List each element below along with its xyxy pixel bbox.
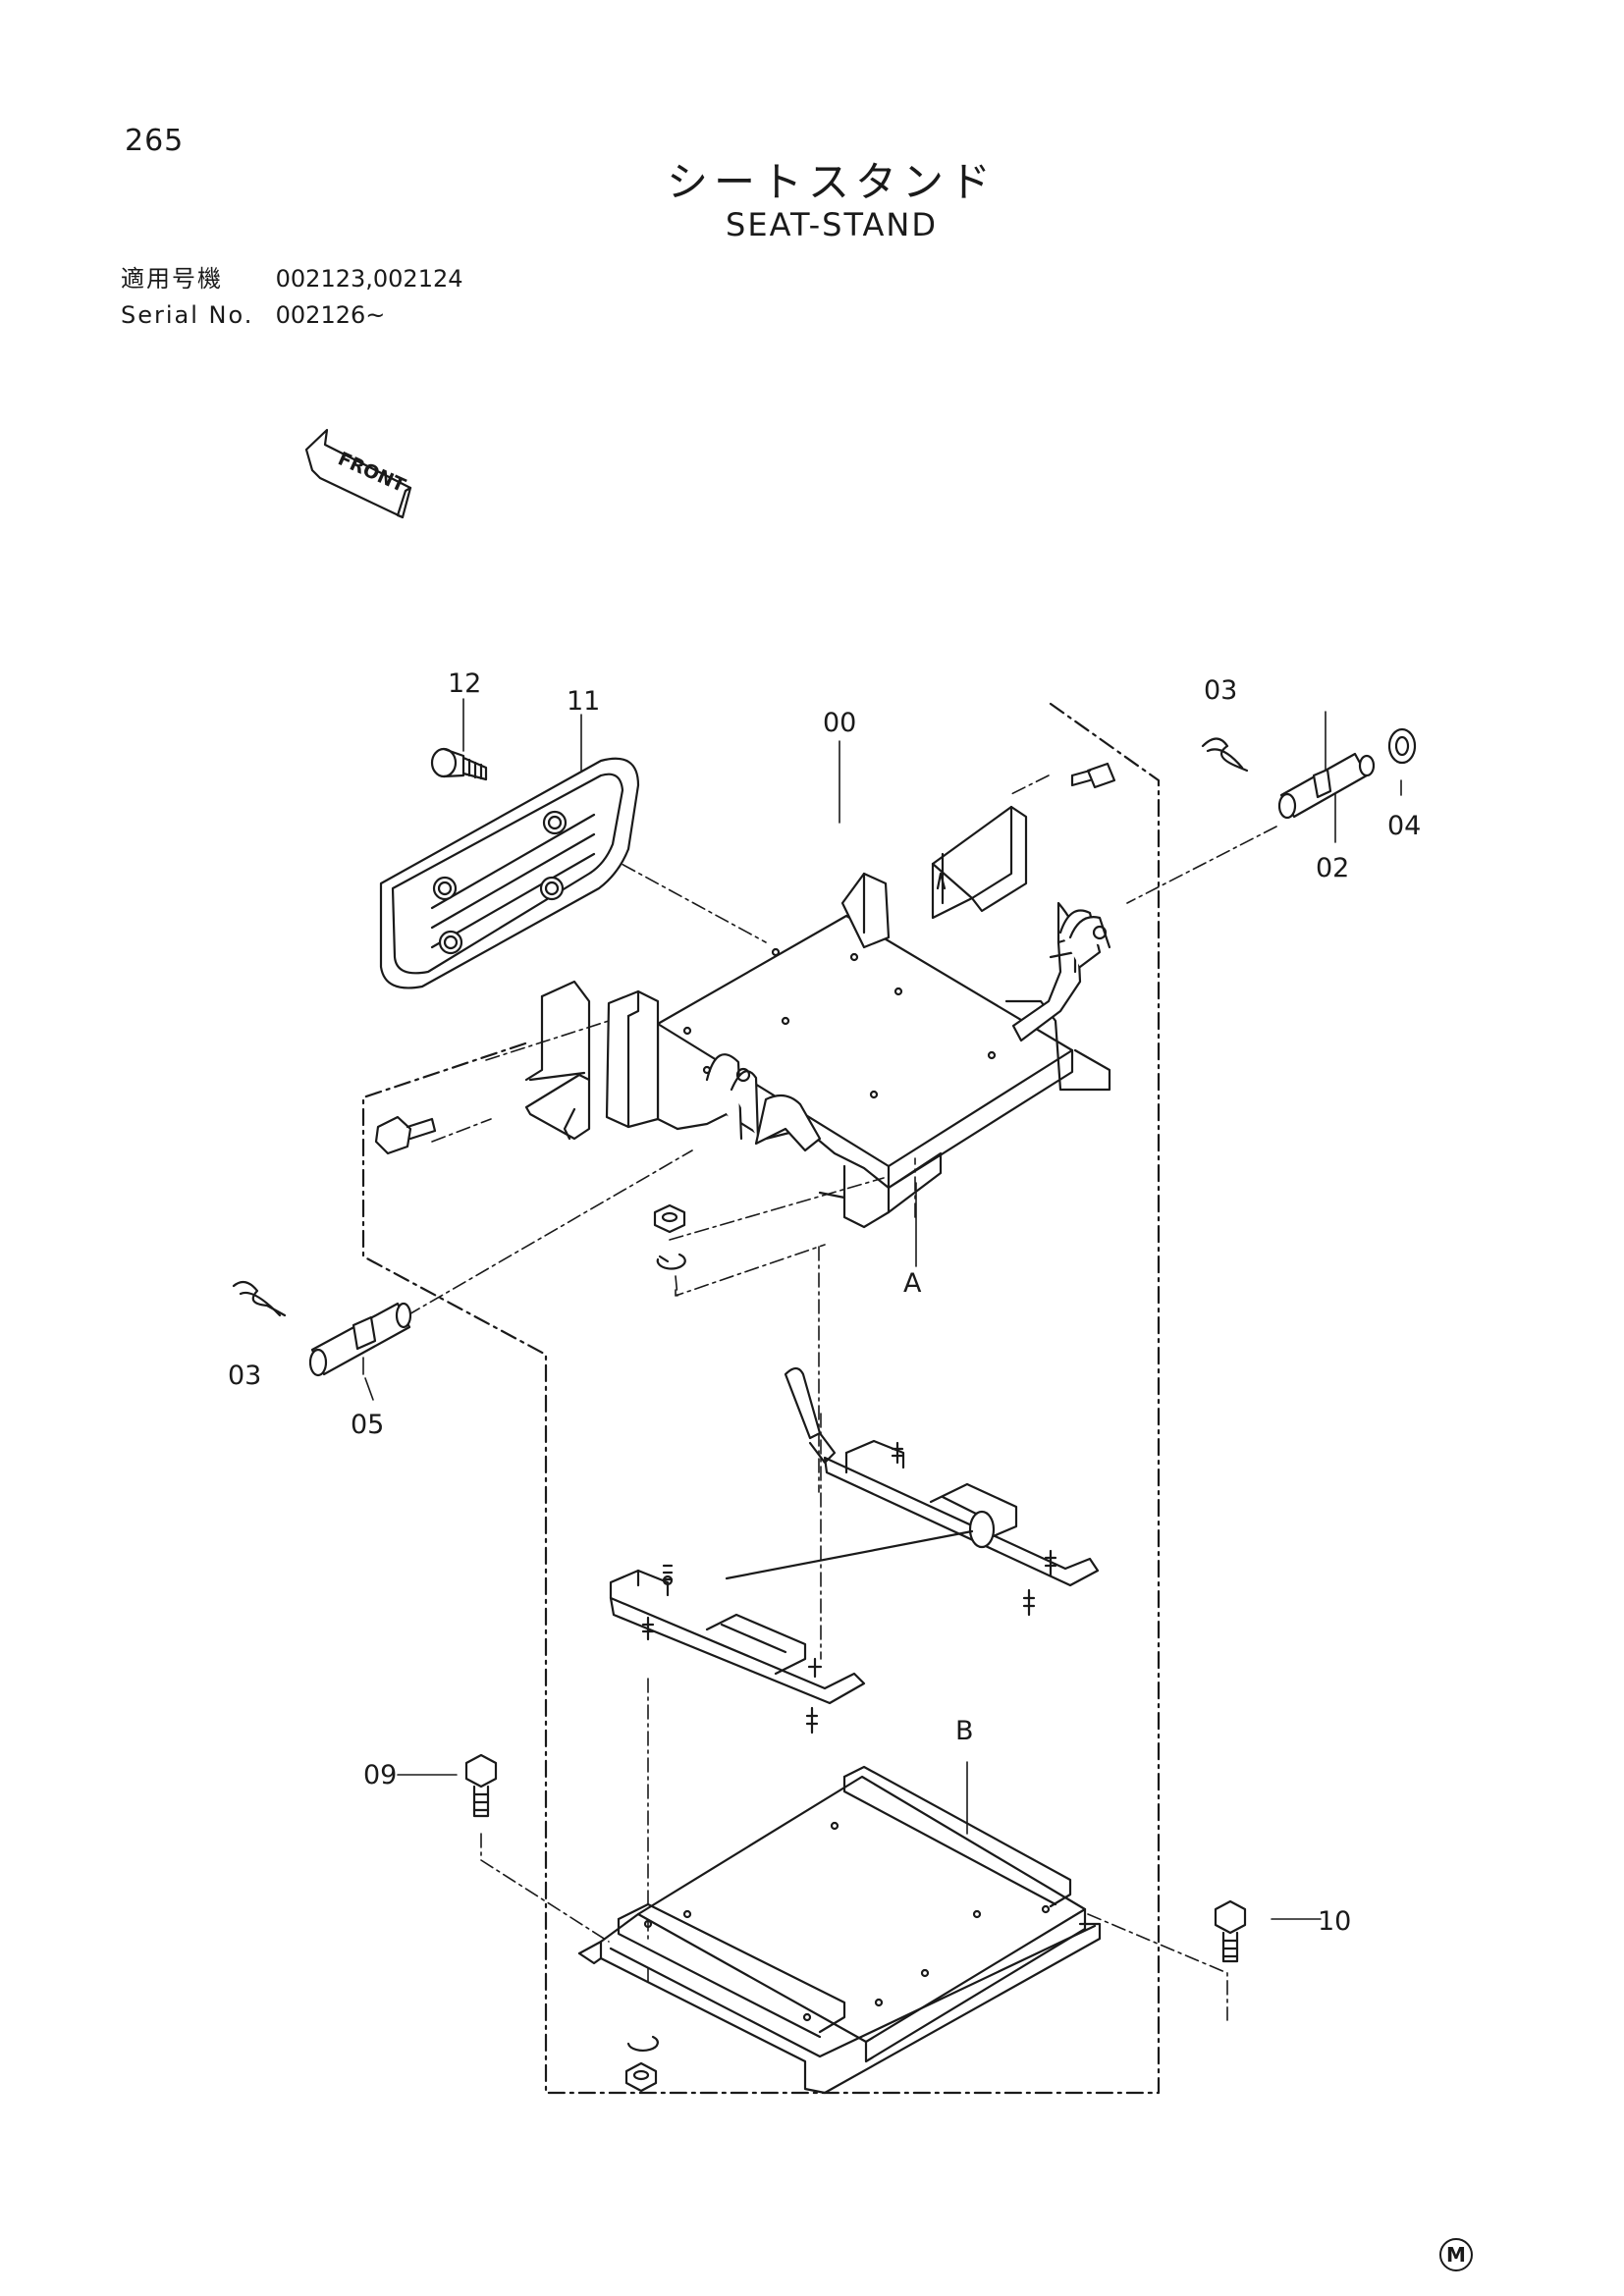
seat-lever: [784, 1366, 837, 1465]
callout-12: 12: [448, 668, 481, 699]
applicability-serials-ja: 002123,002124: [275, 265, 463, 293]
cotter-pin-upper-part-03: [1201, 737, 1249, 773]
callout-leaders: [362, 698, 1402, 1920]
front-arrow-icon: [304, 428, 412, 519]
base-plate-part-B: [577, 1765, 1102, 2095]
callout-10: 10: [1318, 1906, 1351, 1937]
screw-part-12: [430, 747, 488, 781]
applicability-label-ja: 適用号機: [121, 265, 223, 293]
page-number: 265: [125, 124, 185, 158]
nut-and-washer: [653, 1203, 686, 1270]
base-nut-and-washer: [624, 2035, 659, 2093]
slide-rail-left: [609, 1564, 866, 1735]
callout-05: 05: [351, 1410, 384, 1440]
callout-03-upper: 03: [1204, 675, 1237, 706]
flange-bolt-upper: [1070, 762, 1116, 789]
pin-part-05: [308, 1302, 412, 1377]
applicability-row-en: Serial No. 002126~: [121, 297, 463, 334]
slide-rail-right: [725, 1439, 1100, 1617]
publisher-mark: M: [1439, 2238, 1473, 2271]
washer-part-04: [1387, 727, 1417, 765]
cotter-pin-lower-part-03: [232, 1280, 287, 1317]
grab-handle-part-11: [379, 757, 640, 989]
seat-stand-frame-part-00: [524, 805, 1111, 1229]
applicability-label-en: Serial No.: [121, 301, 254, 329]
page-title-japanese: シートスタンド: [666, 158, 997, 206]
bolt-part-10: [1214, 1899, 1247, 1963]
callout-11: 11: [567, 686, 600, 717]
bolt-part-09: [464, 1753, 498, 1818]
applicability-row-ja: 適用号機 002123,002124: [121, 261, 463, 297]
callout-00: 00: [823, 708, 856, 738]
callout-A: A: [903, 1268, 922, 1299]
callout-03-lower: 03: [228, 1361, 261, 1391]
page-title-english: SEAT-STAND: [726, 206, 938, 243]
callout-02: 02: [1316, 853, 1349, 883]
applicability-serials-en: 002126~: [275, 301, 386, 329]
applicability-block: 適用号機 002123,002124 Serial No. 002126~: [121, 261, 463, 334]
callout-09: 09: [363, 1760, 397, 1790]
callout-B: B: [955, 1716, 974, 1746]
flange-bolt-lower: [374, 1115, 437, 1155]
assembly-boundary: [361, 702, 1161, 2095]
callout-04: 04: [1387, 811, 1421, 841]
pin-part-02: [1277, 752, 1376, 820]
